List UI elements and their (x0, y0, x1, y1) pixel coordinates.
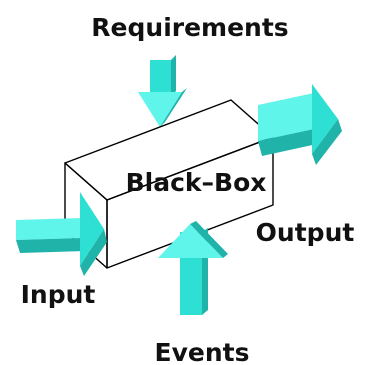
requirements-label: Requirements (91, 13, 288, 42)
output-arrow (258, 84, 342, 165)
events-label: Events (155, 338, 250, 365)
black-box-label: Black–Box (126, 168, 267, 197)
requirements-arrow (138, 55, 187, 127)
events-arrow (158, 221, 228, 315)
input-label: Input (21, 280, 96, 309)
output-label: Output (256, 218, 355, 247)
input-arrow (16, 192, 107, 276)
